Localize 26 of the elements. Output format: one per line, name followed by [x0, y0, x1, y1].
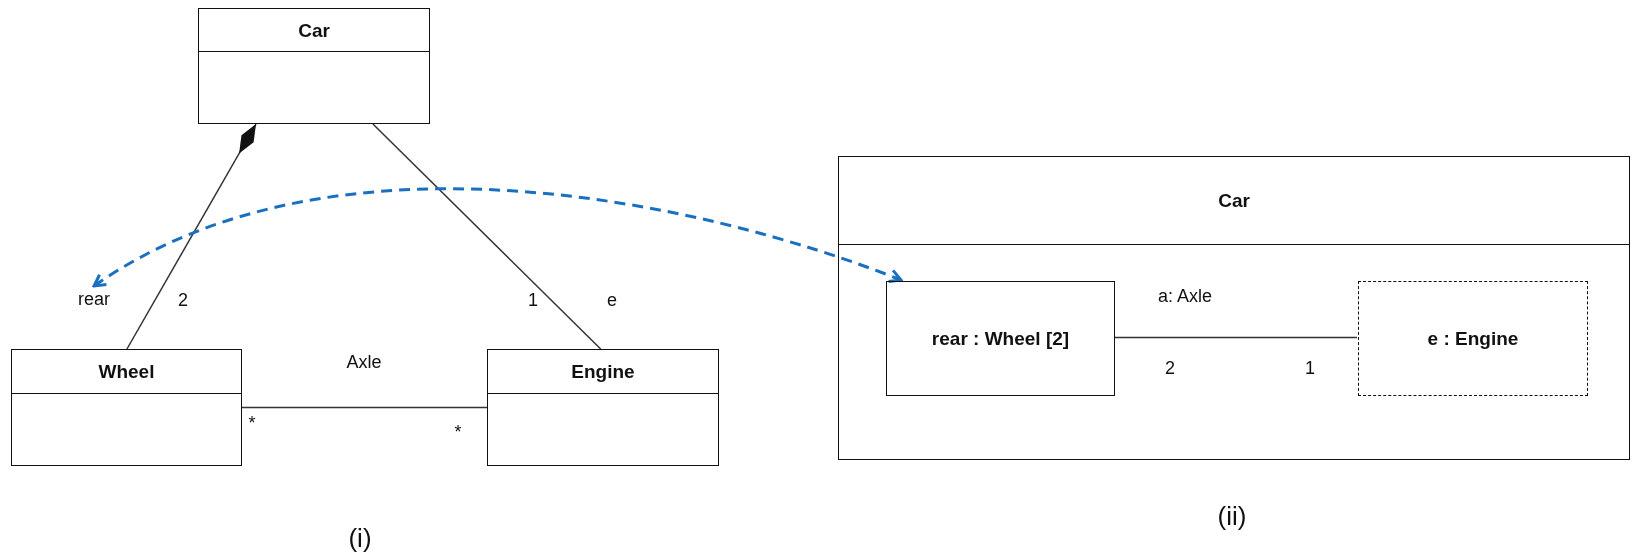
multiplicity: * [248, 412, 256, 434]
part-name: rear : Wheel [2] [931, 327, 1070, 350]
multiplicity: 2 [1165, 357, 1175, 379]
class-box [198, 8, 430, 124]
class-name: Wheel [98, 361, 155, 383]
association-line [372, 123, 602, 350]
dashed-arrow [92, 187, 903, 288]
role-name: rear [68, 286, 120, 312]
panel-caption: (i) [348, 522, 372, 554]
multiplicity: 1 [528, 289, 538, 311]
part-box [1358, 281, 1588, 396]
panel-caption: (ii) [1217, 500, 1247, 532]
class-name: Car [298, 19, 330, 42]
role-name: e [607, 289, 617, 311]
association-line [1113, 336, 1358, 339]
part-box [886, 281, 1115, 396]
class-name: Car [1218, 190, 1250, 212]
multiplicity: * [454, 421, 462, 443]
multiplicity: 1 [1305, 357, 1315, 379]
composition-line [126, 123, 257, 350]
multiplicity: 2 [178, 289, 188, 311]
association-line [241, 406, 488, 409]
class-box [11, 349, 242, 466]
class-name: Engine [571, 361, 635, 383]
part-name: e : Engine [1427, 327, 1519, 350]
class-box [487, 349, 719, 466]
